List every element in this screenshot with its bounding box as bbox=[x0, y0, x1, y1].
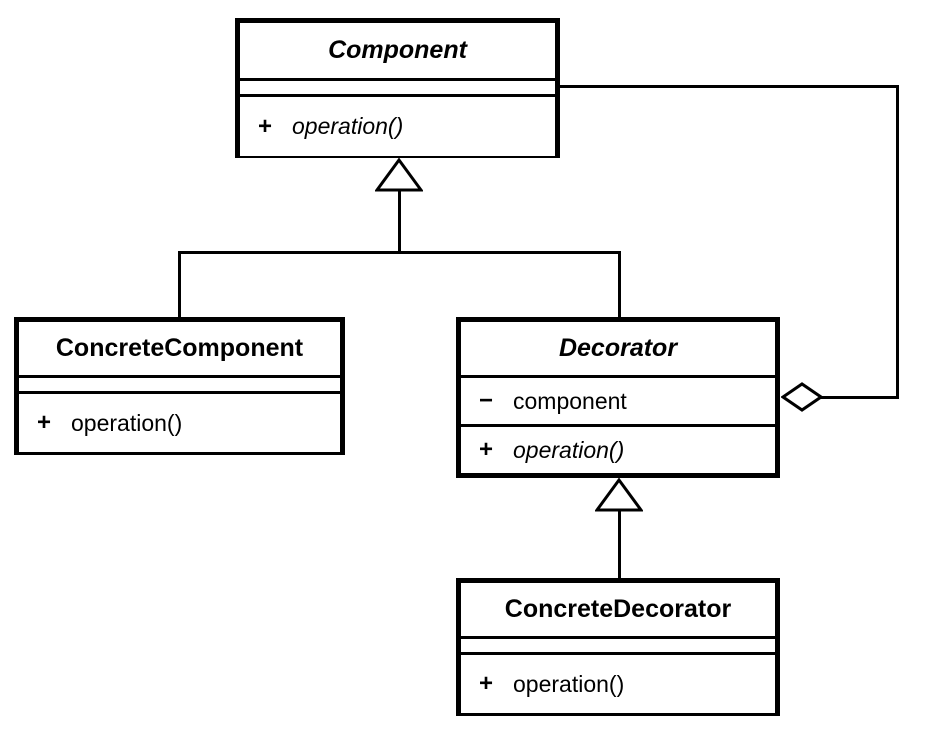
aggregation-line-horizontal-lower bbox=[820, 396, 899, 399]
attributes-compartment-concretedecorator bbox=[461, 636, 775, 652]
visibility-marker: + bbox=[479, 436, 494, 463]
attribute-label: component bbox=[513, 387, 627, 414]
operation-row-component-operation: + operation() bbox=[240, 94, 555, 156]
generalization-arrowhead-component bbox=[375, 158, 423, 192]
class-name-concretedecorator: ConcreteDecorator bbox=[461, 583, 775, 636]
operation-label: operation() bbox=[513, 436, 625, 463]
class-box-concretecomponent[interactable]: ConcreteComponent + operation() bbox=[14, 317, 345, 455]
generalization-branch-decorator bbox=[618, 251, 621, 319]
aggregation-line-horizontal-upper bbox=[558, 85, 899, 88]
generalization-branch-concretecomponent bbox=[178, 251, 181, 319]
aggregation-line-vertical bbox=[896, 85, 899, 398]
class-name-concretecomponent: ConcreteComponent bbox=[19, 322, 340, 375]
class-box-concretedecorator[interactable]: ConcreteDecorator + operation() bbox=[456, 578, 780, 716]
operation-label: operation() bbox=[71, 409, 183, 436]
aggregation-diamond-decorator bbox=[781, 381, 823, 413]
visibility-marker: + bbox=[258, 112, 273, 140]
operation-row-decorator-operation: + operation() bbox=[461, 424, 775, 473]
visibility-marker: + bbox=[479, 670, 494, 697]
class-name-label: ConcreteComponent bbox=[55, 334, 304, 362]
operation-label: operation() bbox=[292, 113, 404, 139]
class-name-component: Component bbox=[240, 23, 555, 78]
class-name-label: ConcreteDecorator bbox=[504, 595, 732, 623]
class-box-component[interactable]: Component + operation() bbox=[235, 18, 560, 158]
generalization-crossbar bbox=[178, 251, 621, 254]
generalization-line-concretedecorator bbox=[618, 510, 621, 580]
operation-row-concretecomponent-operation: + operation() bbox=[19, 391, 340, 452]
visibility-marker: + bbox=[37, 409, 52, 436]
class-box-decorator[interactable]: Decorator − component + operation() bbox=[456, 317, 780, 478]
operation-row-concretedecorator-operation: + operation() bbox=[461, 652, 775, 713]
generalization-trunk-vertical bbox=[398, 188, 401, 254]
class-name-decorator: Decorator bbox=[461, 322, 775, 375]
visibility-marker: − bbox=[479, 387, 494, 414]
generalization-arrowhead-decorator bbox=[595, 478, 643, 512]
attributes-compartment-concretecomponent bbox=[19, 375, 340, 391]
operation-label: operation() bbox=[513, 670, 625, 697]
attribute-row-decorator-component: − component bbox=[461, 375, 775, 424]
class-name-label: Decorator bbox=[558, 334, 678, 362]
attributes-compartment-component bbox=[240, 78, 555, 94]
class-name-label: Component bbox=[328, 36, 467, 64]
